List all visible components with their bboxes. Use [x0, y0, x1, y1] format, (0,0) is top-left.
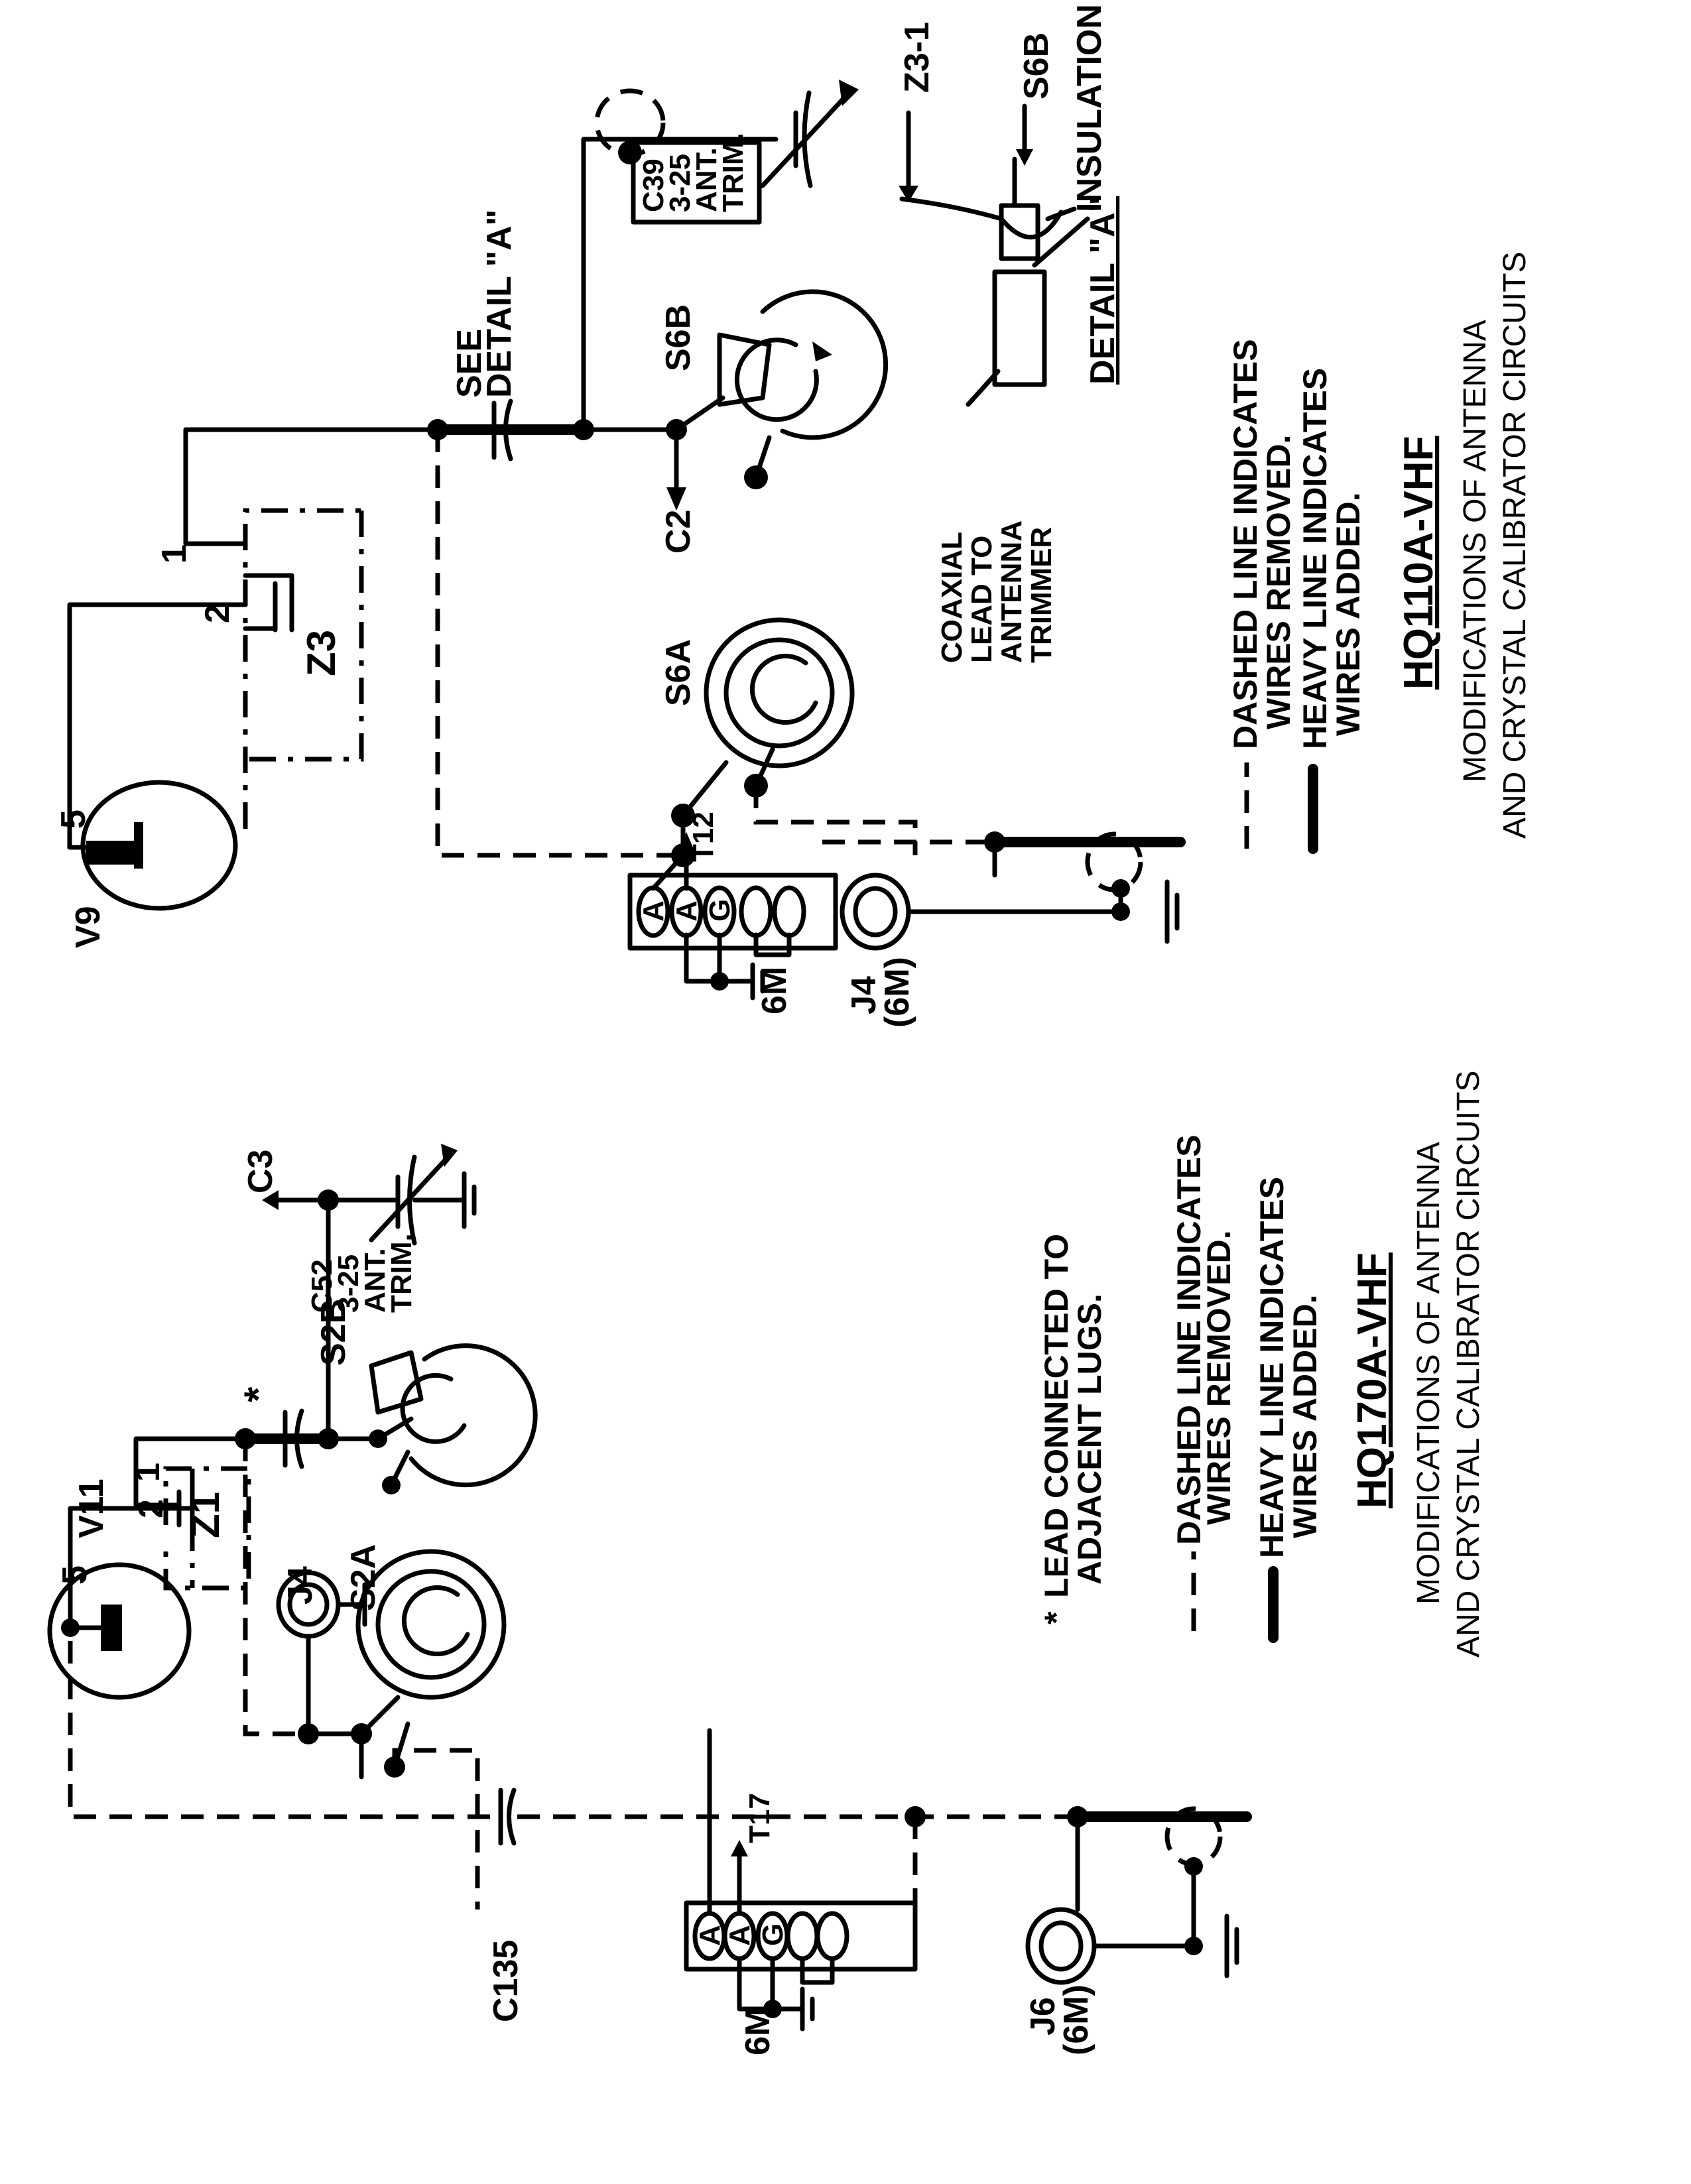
z1-label: Z1	[183, 1492, 227, 1538]
z3-pin2-label: 2	[198, 604, 237, 623]
z3-1-arrow-icon	[899, 186, 918, 202]
detail-z3-label: Z3-1	[898, 22, 936, 93]
j4-band-label: (6M)	[878, 957, 916, 1028]
subtitle-1-hq170a: MODIFICATIONS OF ANTENNA	[1411, 1142, 1446, 1605]
legend-dashed-1-hq110a: DASHED LINE INDICATES	[1227, 339, 1264, 749]
title-hq110a: HQ110A-VHF	[1396, 436, 1442, 690]
c52-ant: ANT.	[359, 1248, 391, 1313]
z1-pin1-label: 1	[129, 1463, 167, 1482]
v9-electrode	[86, 841, 139, 865]
legend-heavy-1-hq170a: HEAVY LINE INDICATES	[1253, 1177, 1290, 1558]
v9-wire	[67, 602, 195, 850]
subtitle-2-hq110a: AND CRYSTAL CALIBRATOR CIRCUITS	[1497, 252, 1533, 839]
detail-insulation-label: INSULATION	[1070, 4, 1109, 212]
j4-label: J4	[845, 976, 883, 1014]
v11-pin-label: 5	[56, 1565, 94, 1585]
t12-term-a1: A	[637, 900, 670, 922]
trimmer-wire	[581, 137, 779, 432]
legend-heavy-2-hq110a: WIRES ADDED.	[1330, 492, 1367, 736]
s2b-contact	[369, 1350, 424, 1415]
t17-label: T17	[743, 1793, 776, 1843]
t12-band-label: 6M	[755, 967, 794, 1014]
c52-label: C52	[306, 1259, 338, 1313]
t12-label: T12	[687, 812, 720, 862]
t17-band-label: 6M	[739, 2008, 777, 2055]
c52-trim: TRIM.	[385, 1233, 418, 1313]
z3-pin1-label: 1	[155, 544, 194, 564]
t12-terminal-strip	[627, 873, 838, 951]
t12-term-a2: A	[670, 900, 703, 922]
s2a-wafer	[355, 1549, 507, 1700]
hq110a-schematic	[67, 80, 1186, 1001]
s6a-wafer	[704, 617, 855, 768]
s2b-wafer	[408, 1343, 538, 1488]
z1-box	[163, 1466, 251, 1591]
s6a-label: S6A	[659, 639, 698, 706]
trimmer-arrow-icon	[839, 80, 859, 106]
coax-label-2: LEAD TO	[966, 536, 998, 663]
c39-value: 3-25	[664, 154, 696, 212]
z3-box	[245, 511, 364, 762]
hq170a-schematic	[47, 1144, 1252, 2032]
v11-tube-envelope	[47, 1562, 192, 1700]
c3-label: C3	[241, 1150, 280, 1193]
coax-jacket	[992, 269, 1047, 387]
j6-label: J6	[1024, 1997, 1062, 2035]
z3-box-left	[243, 508, 361, 829]
legend-lead-2-hq170a: ADJACENT LUGS.	[1071, 1294, 1108, 1585]
coax-label-1: COAXIAL	[936, 532, 968, 663]
legend-dashed-1-hq170a: DASHED LINE INDICATES	[1170, 1134, 1208, 1545]
t17-term-g: G	[757, 1923, 789, 1946]
see-detail-label-2: DETAIL "A"	[480, 210, 519, 398]
j4-top-label: J4	[281, 1566, 320, 1605]
detail-a-drawing	[899, 103, 1090, 407]
s6b-arrow-icon	[1016, 149, 1033, 166]
t17-term-a1: A	[694, 1925, 726, 1946]
detail-a-title: DETAIL "A"	[1084, 196, 1122, 385]
c52-value: 3-25	[332, 1254, 365, 1313]
subtitle-2-hq170a: AND CRYSTAL CALIBRATOR CIRCUITS	[1451, 1071, 1486, 1658]
coax-label-4: TRIMMER	[1025, 527, 1058, 663]
legend-dashed-2-hq110a: WIRES REMOVED.	[1260, 435, 1297, 729]
c39-trim: TRIM.	[717, 133, 749, 212]
c39-label: C39	[637, 158, 670, 212]
s2b-label: S2B	[314, 1299, 353, 1366]
subtitle-1-hq110a: MODIFICATIONS OF ANTENNA	[1458, 320, 1493, 782]
c39-ant: ANT.	[690, 147, 723, 212]
v9-pin-label: 5	[54, 810, 93, 829]
asterisk-marker: *	[236, 1386, 281, 1402]
legend-heavy-1-hq110a: HEAVY LINE INDICATES	[1296, 368, 1334, 749]
s2a-label: S2A	[344, 1544, 383, 1611]
c39-label-box	[631, 140, 762, 225]
removed-dashed-wire-hq110a	[435, 430, 683, 858]
c3-arrow-icon	[262, 1190, 279, 1210]
t12-term-g: G	[704, 899, 736, 922]
t17-term-a2: A	[723, 1925, 756, 1946]
c2-arrow-icon	[666, 487, 686, 511]
s6b-contact	[717, 332, 772, 407]
legend-heavy-2-hq170a: WIRES ADDED.	[1286, 1294, 1324, 1538]
c2-label: C2	[659, 510, 698, 554]
legend-lead-1-hq170a: LEAD CONNECTED TO	[1038, 1234, 1075, 1598]
c135-label: C135	[487, 1940, 525, 2022]
legend-dashed-2-hq170a: WIRES REMOVED.	[1200, 1231, 1237, 1525]
see-detail-label: SEE	[450, 329, 489, 398]
detail-s6b-label: S6B	[1017, 32, 1056, 99]
j6-band-label: (6M)	[1057, 1984, 1096, 2055]
s6b-label: S6B	[659, 304, 698, 371]
legend-asterisk-hq170a: *	[1038, 1611, 1075, 1624]
v11-label: V11	[72, 1479, 111, 1538]
coax-label-3: ANTENNA	[995, 520, 1028, 663]
z3-label: Z3	[299, 630, 344, 676]
c52-arrow-icon	[441, 1144, 458, 1167]
z3-lead-wire	[899, 196, 1064, 239]
title-hq170a: HQ170A-VHF	[1349, 1252, 1395, 1508]
z3-pin1-wire	[183, 427, 440, 546]
z1-pin2-label: 2	[132, 1499, 170, 1518]
v9-label: V9	[69, 906, 107, 948]
s6b-wafer	[760, 289, 889, 440]
